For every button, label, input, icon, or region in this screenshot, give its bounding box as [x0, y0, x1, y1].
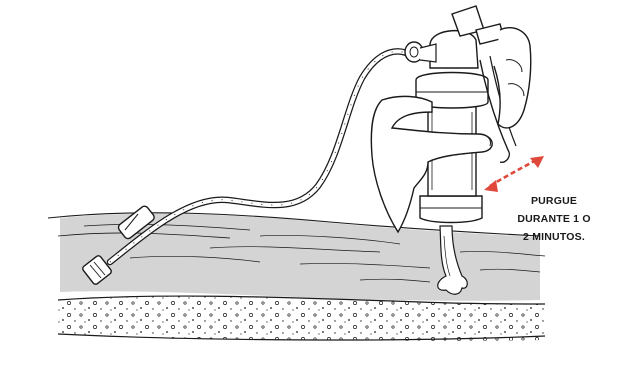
prefilter-float-icon — [117, 205, 155, 240]
double-headed-arrow-icon — [484, 156, 544, 192]
intake-cap-icon — [82, 255, 112, 285]
caption-line-1: PURGUE — [530, 195, 578, 207]
water-stream-icon — [437, 225, 468, 295]
caption-line-2: DURANTE 1 O — [517, 213, 591, 225]
riverbed-gravel — [57, 295, 546, 341]
purge-instruction-caption: PURGUE DURANTE 1 O 2 MINUTOS. — [508, 192, 600, 246]
hand-icon — [370, 27, 532, 234]
caption-line-3: 2 MINUTOS. — [523, 231, 585, 243]
water-body — [47, 212, 546, 301]
hose-icon — [106, 48, 416, 266]
